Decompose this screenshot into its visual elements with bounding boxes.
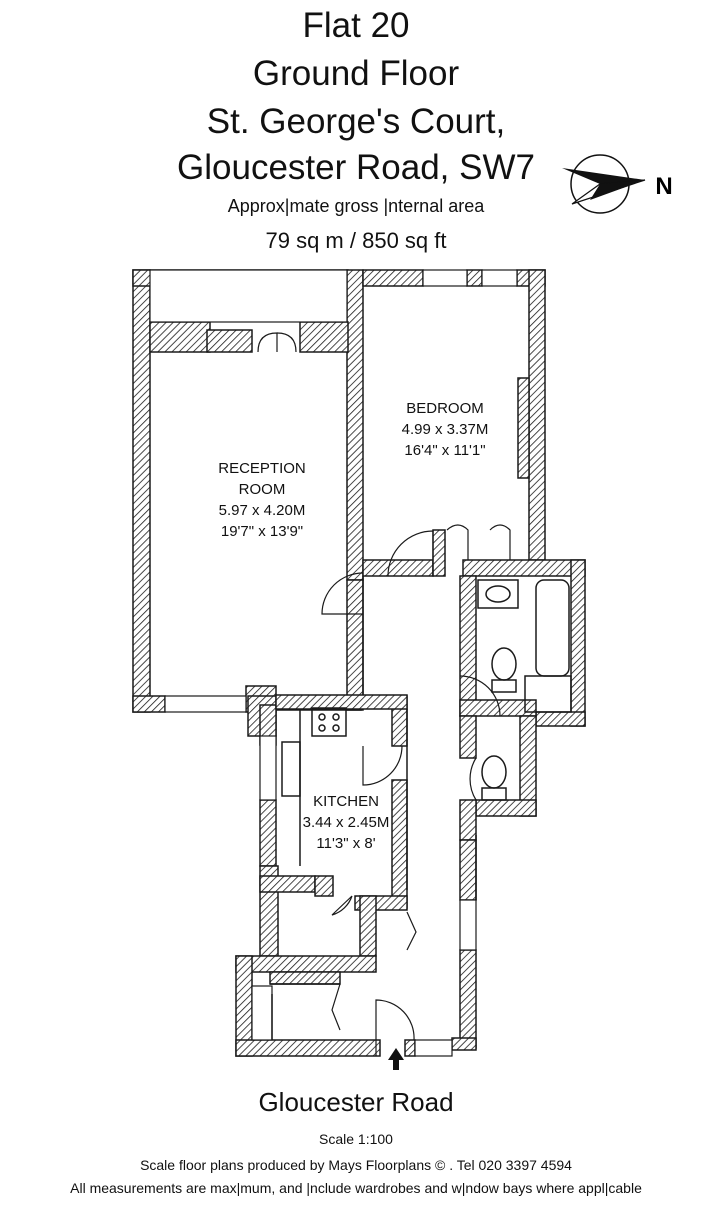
floor-title: Ground Floor	[252, 54, 460, 93]
kitchen-metric: 3.44 x 2.45M	[303, 814, 390, 831]
measurement-note: All measurements are max|mum, and |nclud…	[70, 1180, 642, 1196]
bedroom-name: BEDROOM	[406, 400, 484, 417]
reception-name-line1: RECEPTION	[218, 460, 306, 477]
flat-title: Flat 20	[302, 6, 410, 45]
reception-name-line2: ROOM	[239, 481, 286, 498]
kitchen-imperial: 11'3" x 8'	[316, 835, 375, 852]
entrance-arrow-icon	[388, 1048, 404, 1070]
interior-lines	[270, 576, 572, 1040]
reception-imperial: 19'7" x 13'9"	[221, 523, 303, 540]
bedroom-metric: 4.99 x 3.37M	[402, 421, 489, 438]
bedroom-imperial: 16'4" x 11'1"	[404, 442, 485, 459]
area-value: 79 sq m / 850 sq ft	[265, 228, 447, 253]
scale-label: Scale 1:100	[319, 1131, 393, 1147]
compass-label: N	[655, 173, 672, 200]
road-name: Gloucester Road	[258, 1087, 454, 1117]
door-swings	[257, 332, 511, 1056]
walls	[132, 269, 586, 1057]
north-compass-icon: N	[562, 154, 673, 214]
windows	[149, 269, 518, 1057]
credit-line: Scale floor plans produced by Mays Floor…	[140, 1157, 572, 1173]
address-title: Gloucester Road, SW7	[177, 148, 535, 187]
reception-metric: 5.97 x 4.20M	[219, 502, 306, 519]
building-title: St. George's Court,	[206, 102, 506, 141]
kitchen-name: KITCHEN	[313, 793, 379, 810]
area-label: Approx|mate gross |nternal area	[227, 196, 485, 216]
